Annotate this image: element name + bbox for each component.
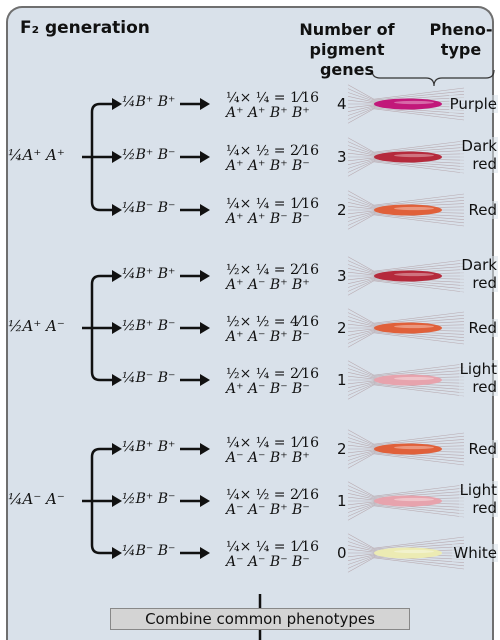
- offspring-genotype: A⁺ A⁻ B⁺ B⁻: [226, 329, 310, 345]
- result-arrow-head: [200, 443, 210, 455]
- branch-arrow-head: [112, 270, 122, 282]
- branch-arrow-head: [112, 204, 122, 216]
- result-arrow-head: [200, 322, 210, 334]
- probability-product: ¼× ½ = 2⁄16: [226, 487, 320, 503]
- wheat-kernel-image: [347, 533, 465, 573]
- probability-product: ¼× ½ = 2⁄16: [226, 143, 320, 159]
- wheat-kernel-image: [347, 308, 465, 348]
- offspring-genotype: A⁻ A⁻ B⁺ B⁺: [226, 450, 310, 466]
- gene-count: 4: [337, 95, 347, 113]
- branch-arrow-head: [112, 322, 122, 334]
- phenotype-label: Purple: [448, 95, 498, 113]
- probability-product: ¼× ¼ = 1⁄16: [226, 90, 320, 106]
- probability-product: ¼× ¼ = 1⁄16: [226, 196, 320, 212]
- phenotype-label: Light red: [458, 360, 498, 396]
- branch-arrow-head: [112, 443, 122, 455]
- branch-arrow-head: [112, 495, 122, 507]
- gene-count: 2: [337, 440, 347, 458]
- wheat-kernel-image: [347, 137, 465, 177]
- result-arrow-head: [200, 98, 210, 110]
- phenotype-label: White: [452, 544, 498, 562]
- gene-count: 1: [337, 492, 347, 510]
- offspring-genotype: A⁺ A⁺ B⁺ B⁺: [226, 105, 310, 121]
- offspring-genotype: A⁻ A⁻ B⁻ B⁻: [226, 554, 310, 570]
- probability-product: ¼× ¼ = 1⁄16: [226, 539, 320, 555]
- gene-count: 2: [337, 319, 347, 337]
- phenotype-label: Red: [467, 440, 498, 458]
- phenotype-header: Pheno- type: [424, 20, 498, 60]
- result-arrow-head: [200, 270, 210, 282]
- wheat-kernel-image: [347, 256, 465, 296]
- branch-genotype-label: ½B⁺ B⁻: [122, 147, 176, 163]
- offspring-genotype: A⁺ A⁺ B⁻ B⁻: [226, 211, 310, 227]
- gene-count: 3: [337, 267, 347, 285]
- parent-genotype-label: ¼A⁺ A⁺: [8, 146, 65, 164]
- wheat-kernel-image: [347, 190, 465, 230]
- genes-header: Number of pigment genes: [282, 20, 412, 80]
- wheat-kernel-image: [347, 84, 465, 124]
- branch-arrow-head: [112, 547, 122, 559]
- parent-genotype-label: ¼A⁻ A⁻: [8, 490, 65, 508]
- parent-genotype-label: ½A⁺ A⁻: [8, 317, 65, 335]
- offspring-genotype: A⁻ A⁻ B⁺ B⁻: [226, 502, 310, 518]
- result-arrow-head: [200, 151, 210, 163]
- probability-product: ¼× ¼ = 1⁄16: [226, 435, 320, 451]
- phenotype-label: Dark red: [460, 256, 498, 292]
- branch-genotype-label: ¼B⁺ B⁺: [122, 94, 176, 110]
- gene-count: 3: [337, 148, 347, 166]
- offspring-genotype: A⁺ A⁻ B⁺ B⁺: [226, 277, 310, 293]
- diagram-title: F₂ generation: [20, 18, 150, 38]
- combine-label: Combine common phenotypes: [110, 608, 410, 630]
- branch-arrow-head: [112, 151, 122, 163]
- gene-count: 0: [337, 544, 347, 562]
- result-arrow-head: [200, 495, 210, 507]
- phenotype-label: Red: [467, 201, 498, 219]
- branch-genotype-label: ¼B⁻ B⁻: [122, 543, 176, 559]
- branch-genotype-label: ¼B⁺ B⁺: [122, 439, 176, 455]
- probability-product: ½× ¼ = 2⁄16: [226, 366, 320, 382]
- branch-genotype-label: ¼B⁺ B⁺: [122, 266, 176, 282]
- branch-genotype-label: ¼B⁻ B⁻: [122, 370, 176, 386]
- gene-count: 2: [337, 201, 347, 219]
- phenotype-label: Dark red: [460, 137, 498, 173]
- genes-header-text: Number of pigment genes: [299, 20, 395, 79]
- phenotype-header-text: Pheno- type: [429, 20, 493, 59]
- result-arrow-head: [200, 204, 210, 216]
- branch-arrow-head: [112, 98, 122, 110]
- branch-genotype-label: ½B⁺ B⁻: [122, 491, 176, 507]
- phenotype-label: Light red: [458, 481, 498, 517]
- probability-product: ½× ½ = 4⁄16: [226, 314, 320, 330]
- wheat-kernel-image: [347, 481, 465, 521]
- wheat-kernel-image: [347, 429, 465, 469]
- result-arrow-head: [200, 547, 210, 559]
- branch-arrow-head: [112, 374, 122, 386]
- offspring-genotype: A⁺ A⁺ B⁺ B⁻: [226, 158, 310, 174]
- phenotype-bracket: [371, 69, 495, 87]
- wheat-kernel-image: [347, 360, 465, 400]
- offspring-genotype: A⁺ A⁻ B⁻ B⁻: [226, 381, 310, 397]
- branch-genotype-label: ¼B⁻ B⁻: [122, 200, 176, 216]
- probability-product: ½× ¼ = 2⁄16: [226, 262, 320, 278]
- branch-genotype-label: ½B⁺ B⁻: [122, 318, 176, 334]
- gene-count: 1: [337, 371, 347, 389]
- result-arrow-head: [200, 374, 210, 386]
- phenotype-label: Red: [467, 319, 498, 337]
